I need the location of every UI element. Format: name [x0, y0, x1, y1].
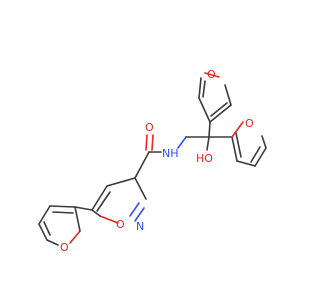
left-furan-oxygen-label: O [60, 241, 69, 254]
alkyl-chain [177, 121, 233, 151]
top-furan-ring [198, 72, 232, 123]
right-furan-oxygen-label: O [245, 117, 254, 130]
amide-oxygen-label: O [145, 121, 154, 134]
isoxazole-oxygen-label: O [116, 218, 125, 231]
molecule-drawing: O O N O NH HO O [38, 68, 267, 254]
amide-nh-label: NH [162, 147, 179, 160]
left-furan-ring [38, 205, 81, 246]
isoxazole-nitrogen-label: N [136, 220, 144, 233]
hydroxyl-label: HO [196, 152, 213, 165]
amide-linkage [134, 134, 162, 179]
top-furan-oxygen-label: O [207, 68, 216, 81]
isoxazole-ring [74, 177, 147, 224]
structure-canvas: O O N O NH HO O [38, 68, 267, 254]
right-furan-ring [231, 121, 267, 167]
